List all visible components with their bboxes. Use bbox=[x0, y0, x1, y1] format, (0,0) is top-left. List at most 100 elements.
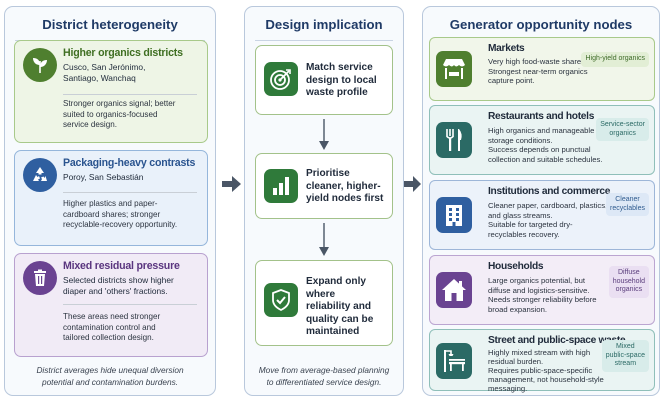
node-institutions: Institutions and commerce Cleaner paper,… bbox=[429, 180, 655, 250]
step-text-line: Match service bbox=[306, 62, 373, 73]
tag-line: household bbox=[612, 277, 645, 285]
design-implication-panel: Design implication Match service design … bbox=[244, 6, 404, 396]
body-line: recyclables recovery. bbox=[488, 229, 560, 239]
step-text: Prioritise cleaner, higher- yield nodes … bbox=[306, 168, 392, 206]
card-title: Higher organics districts bbox=[63, 47, 183, 59]
tag-line: public-space bbox=[605, 351, 645, 359]
node-title: Institutions and commerce bbox=[488, 186, 611, 197]
down-arrow-icon bbox=[319, 223, 329, 256]
node-restaurants: Restaurants and hotels High organics and… bbox=[429, 105, 655, 175]
step-text: Match service design to local waste prof… bbox=[306, 62, 392, 100]
node-body: Very high food-waste share. Strongest ne… bbox=[488, 57, 608, 86]
node-tag: Diffuse household organics bbox=[608, 266, 649, 298]
higher-organics-card: Higher organics districts Cusco, San Jer… bbox=[14, 40, 208, 143]
body-line: Highly mixed stream with high bbox=[488, 348, 591, 357]
card-subtitle: Selected districts show higher diaper an… bbox=[63, 275, 203, 297]
bar-chart-icon bbox=[264, 169, 298, 203]
step-text-line: reliability and bbox=[306, 301, 372, 312]
step-text-line: Prioritise bbox=[306, 168, 350, 179]
step-text-line: quality can be bbox=[306, 313, 374, 325]
node-body: Cleaner paper, cardboard, plastics, and … bbox=[488, 201, 608, 239]
body-line: collection and suitable schedules. bbox=[488, 154, 603, 164]
panel-footer: Move from average-based planning to diff… bbox=[251, 365, 397, 388]
panel-title: Generator opportunity nodes bbox=[449, 17, 633, 32]
node-title: Street and public-space waste bbox=[488, 335, 626, 346]
card-body: These areas need stronger contamination … bbox=[63, 312, 205, 344]
subtitle-line: Santiago, Wanchaq bbox=[63, 73, 136, 83]
step-text-line: design to local bbox=[306, 74, 377, 86]
body-line: Requires public-space-specific bbox=[488, 366, 593, 376]
body-line: Large organics potential, but bbox=[488, 276, 586, 285]
tag-line: Diffuse bbox=[618, 269, 640, 276]
trash-bin-icon bbox=[23, 261, 57, 295]
body-line: recyclable-recovery opportunity. bbox=[63, 220, 178, 230]
footer-line: potential and contamination burdens. bbox=[41, 376, 179, 387]
card-body: Stronger organics signal; better suited … bbox=[63, 99, 205, 131]
generator-nodes-panel: Generator opportunity nodes Markets Very… bbox=[422, 6, 660, 396]
body-line: High organics and manageable bbox=[488, 126, 595, 135]
body-line: Stronger organics signal; better bbox=[63, 99, 176, 108]
panel-title: Design implication bbox=[265, 17, 383, 32]
body-line: cardboard shares; stronger bbox=[63, 209, 161, 219]
design-step-3: Expand only where reliability and qualit… bbox=[255, 260, 393, 346]
right-arrow-icon bbox=[404, 176, 421, 192]
body-line: messaging. bbox=[488, 384, 528, 394]
body-line: management, not household-style bbox=[488, 375, 604, 385]
card-subtitle: Cusco, San Jerónimo, Santiago, Wanchaq bbox=[63, 62, 203, 84]
node-markets: Markets Very high food-waste share. Stro… bbox=[429, 37, 655, 101]
fork-knife-icon bbox=[436, 122, 472, 158]
node-households: Households Large organics potential, but… bbox=[429, 255, 655, 325]
node-title: Households bbox=[488, 261, 544, 272]
footer-line: Move from average-based planning bbox=[258, 365, 390, 375]
bench-lamp-icon bbox=[436, 343, 472, 379]
node-title: Restaurants and hotels bbox=[488, 111, 595, 122]
node-title: Markets bbox=[488, 43, 525, 54]
body-line: Needs stronger reliability before bbox=[488, 295, 597, 305]
node-tag: Cleaner recyclables bbox=[605, 193, 649, 217]
card-title: Packaging-heavy contrasts bbox=[63, 157, 196, 169]
body-line: broad expansion. bbox=[488, 304, 547, 314]
subtitle-line: Cusco, San Jerónimo, bbox=[63, 62, 146, 72]
card-title: Mixed residual pressure bbox=[63, 260, 180, 272]
down-arrow-icon bbox=[319, 119, 329, 150]
step-text-line: maintained bbox=[306, 326, 360, 337]
footer-line: to differentiated service design. bbox=[266, 376, 382, 387]
node-tag: High-yield organics bbox=[581, 52, 649, 67]
node-body: Highly mixed stream with high residual b… bbox=[488, 348, 608, 393]
body-line: Very high food-waste share. bbox=[488, 57, 584, 66]
body-line: capture point. bbox=[488, 76, 535, 86]
step-text-line: Expand only where bbox=[306, 276, 367, 300]
body-line: residual burden. bbox=[488, 357, 544, 367]
packaging-heavy-card: Packaging-heavy contrasts Poroy, San Seb… bbox=[14, 150, 208, 246]
tag-line: recyclables bbox=[609, 204, 645, 212]
subtitle-line: Selected districts show higher bbox=[63, 275, 174, 285]
design-step-2: Prioritise cleaner, higher- yield nodes … bbox=[255, 153, 393, 219]
footer-line: District averages hide unequal diversion bbox=[36, 365, 184, 375]
panel-footer: District averages hide unequal diversion… bbox=[11, 365, 209, 388]
card-subtitle: Poroy, San Sebastián bbox=[63, 172, 203, 183]
node-body: Large organics potential, but diffuse an… bbox=[488, 276, 608, 314]
target-icon bbox=[264, 62, 298, 96]
body-line: storage conditions. bbox=[488, 135, 553, 145]
body-line: suited to organics-focused bbox=[63, 109, 158, 119]
subtitle-line: Poroy, San Sebastián bbox=[63, 172, 144, 182]
district-heterogeneity-panel: District heterogeneity Higher organics d… bbox=[4, 6, 216, 396]
building-icon bbox=[436, 197, 472, 233]
card-divider bbox=[63, 94, 197, 95]
card-divider bbox=[63, 192, 197, 193]
shield-check-icon bbox=[264, 283, 298, 317]
node-street-public-space: Street and public-space waste Highly mix… bbox=[429, 329, 655, 393]
card-divider bbox=[63, 304, 197, 305]
leaf-icon bbox=[23, 48, 57, 82]
node-tag: Mixed public-space stream bbox=[601, 340, 649, 372]
tag-line: Cleaner bbox=[615, 196, 640, 203]
body-line: contamination control and bbox=[63, 322, 156, 332]
house-icon bbox=[436, 272, 472, 308]
tag-line: organics bbox=[609, 129, 636, 137]
body-line: diffuse and logistics-sensitive. bbox=[488, 285, 590, 295]
card-body: Higher plastics and paper- cardboard sha… bbox=[63, 199, 205, 231]
body-line: Success depends on punctual bbox=[488, 145, 591, 155]
body-line: tailored collection design. bbox=[63, 333, 154, 343]
tag-line: High-yield organics bbox=[585, 55, 645, 62]
step-text: Expand only where reliability and qualit… bbox=[306, 276, 392, 339]
